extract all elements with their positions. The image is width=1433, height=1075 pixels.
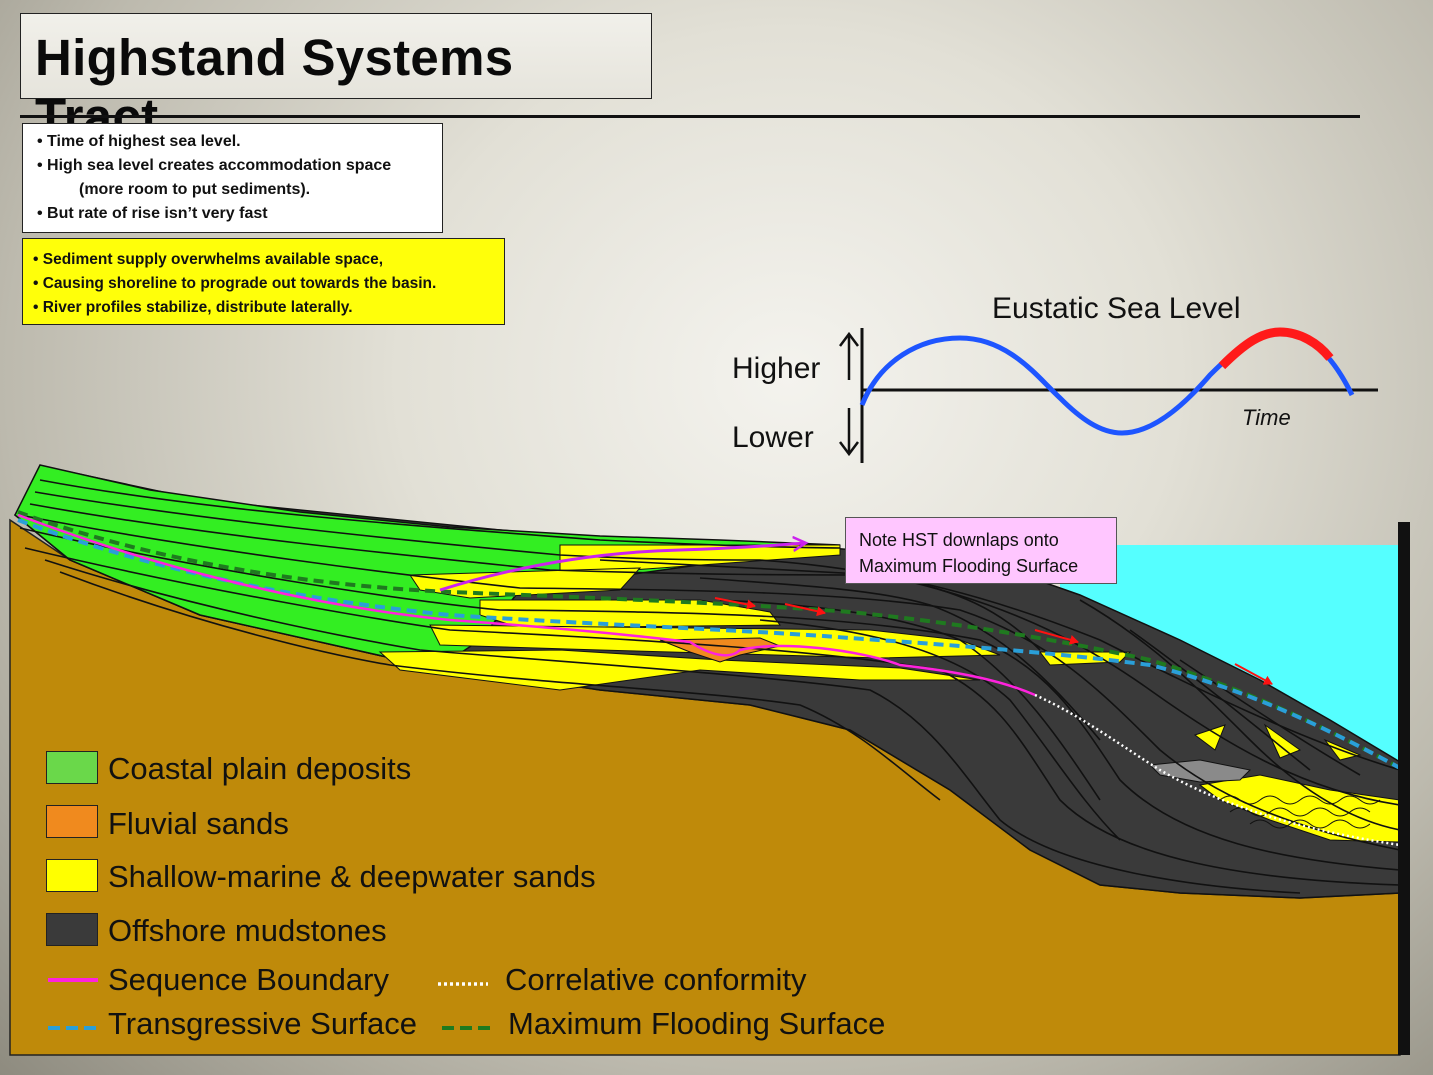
lower-label: Lower — [732, 421, 814, 454]
sequence-boundary-line — [17, 513, 1036, 697]
info-line: • High sea level creates accommodation s… — [37, 157, 392, 174]
highlight-line: • River profiles stabilize, distribute l… — [33, 299, 353, 316]
higher-label: Higher — [732, 352, 820, 385]
legend-label-coastal-plain: Coastal plain deposits — [108, 751, 412, 786]
highlight-line: • Sediment supply overwhelms available s… — [33, 251, 384, 268]
lower-arrow-icon — [839, 408, 859, 457]
correlative-conformity-line — [1034, 693, 1401, 847]
legend-swatch-shallow-marine — [46, 859, 98, 892]
info-line: • But rate of rise isn’t very fast — [37, 205, 268, 222]
downlap-arrow — [1034, 629, 1079, 645]
legend-label-correlative-conformity: Correlative conformity — [505, 962, 807, 997]
note-line: Maximum Flooding Surface — [859, 556, 1079, 576]
higher-arrow-icon — [839, 331, 859, 380]
legend-label-shallow-marine: Shallow-marine & deepwater sands — [108, 859, 596, 894]
info-line: (more room to put sediments). — [79, 181, 311, 198]
downlap-arrow — [784, 603, 826, 617]
highlight-line: • Causing shoreline to prograde out towa… — [33, 275, 437, 292]
info-line: • Time of highest sea level. — [37, 133, 241, 150]
note-line: Note HST downlaps onto — [859, 530, 1059, 550]
legend-swatch-offshore — [46, 913, 98, 946]
progradation-arrow — [439, 543, 805, 592]
sea-level-chart: Eustatic Sea Level Higher Lower Time — [732, 292, 1378, 463]
maximum-flooding-surface-line — [17, 510, 1401, 770]
downlap-note: Note HST downlaps onto Maximum Flooding … — [845, 517, 1117, 584]
legend-swatch-fluvial — [46, 805, 98, 838]
time-label: Time — [1242, 405, 1291, 430]
highstand-segment — [1218, 327, 1334, 370]
title-rule — [20, 115, 1360, 118]
downlap-arrow — [714, 597, 756, 610]
legend-swatch-coastal-plain — [46, 751, 98, 784]
legend-label-sequence-boundary: Sequence Boundary — [108, 962, 389, 997]
deepwater-fan-slump — [1148, 759, 1252, 783]
legend-label-transgressive-surface: Transgressive Surface — [108, 1006, 417, 1041]
downlap-arrow — [1234, 663, 1273, 685]
legend-label-fluvial: Fluvial sands — [108, 806, 289, 841]
highlight-box: • Sediment supply overwhelms available s… — [22, 238, 505, 325]
transgressive-surface-line — [17, 518, 1401, 770]
legend-label-offshore: Offshore mudstones — [108, 913, 387, 948]
basin-wall — [1398, 522, 1410, 1055]
legend-label-maximum-flooding-surface: Maximum Flooding Surface — [508, 1006, 886, 1041]
info-box: • Time of highest sea level. • High sea … — [22, 123, 443, 233]
sea-level-title: Eustatic Sea Level — [992, 292, 1240, 325]
